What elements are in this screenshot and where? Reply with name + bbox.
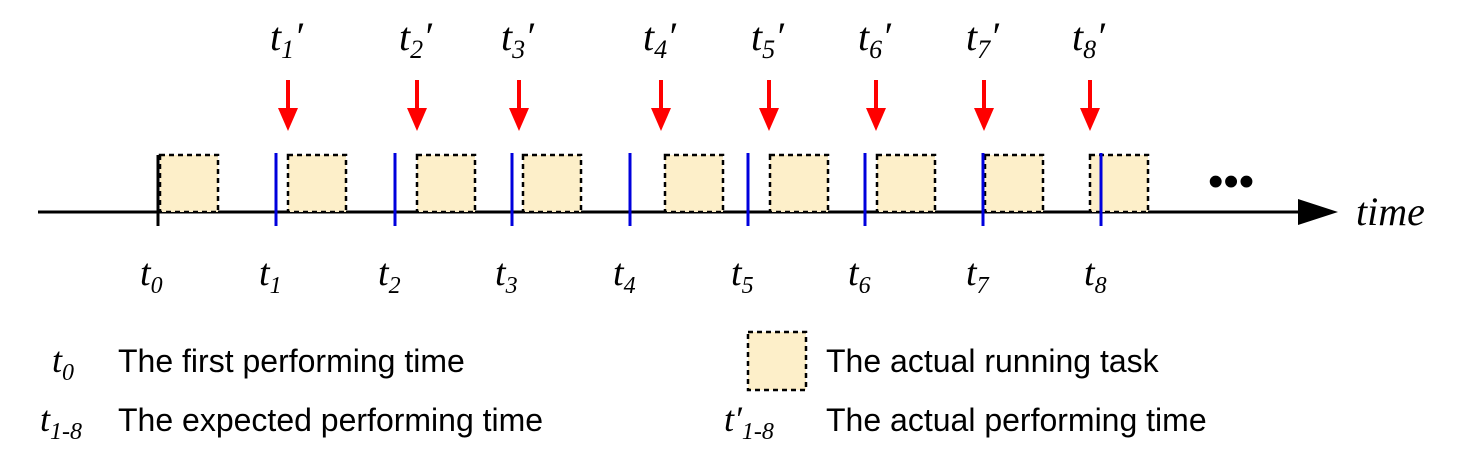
expected-tick-label: t5 [731, 252, 754, 299]
ellipsis-icon: ••• [1208, 157, 1254, 206]
time-axis-label: time [1356, 189, 1425, 234]
task-box [415, 153, 477, 214]
actual-marker-label: t7′ [966, 14, 1000, 64]
task-box [663, 153, 725, 214]
actual-arrow-head [759, 108, 779, 131]
actual-marker-label: t8′ [1072, 14, 1106, 64]
actual-markers: t1′ t2′ t3′ t4′ t5′ t6′ t7′ t8′ [270, 14, 1106, 131]
actual-arrow-head [651, 108, 671, 131]
actual-marker-label: t4′ [643, 14, 677, 64]
actual-arrow-head [509, 108, 529, 131]
legend-task-text: The actual running task [826, 343, 1160, 379]
expected-tick-label: t4 [613, 252, 636, 299]
legend-task-swatch [746, 330, 808, 392]
expected-ticks: t1 t2 t3 t4 t5 t6 t7 t8 [259, 153, 1107, 299]
legend-actual-text: The actual performing time [826, 402, 1207, 438]
task-box [768, 153, 830, 214]
task-box [286, 153, 348, 214]
expected-tick-label: t7 [966, 252, 990, 299]
expected-tick-label: t3 [495, 252, 518, 299]
task-box [521, 153, 583, 214]
expected-tick-label: t6 [848, 252, 871, 299]
legend-actual-symbol: t′1-8 [724, 399, 774, 445]
actual-arrow-head [866, 108, 886, 131]
start-tick-label: t0 [140, 252, 163, 299]
task-box [158, 153, 220, 214]
actual-marker-label: t1′ [270, 14, 304, 64]
task-box [1088, 153, 1150, 214]
expected-tick-label: t8 [1084, 252, 1107, 299]
actual-arrow-head [974, 108, 994, 131]
legend-expected-symbol: t1-8 [40, 399, 82, 445]
expected-tick-label: t2 [378, 252, 401, 299]
legend-expected-text: The expected performing time [118, 402, 543, 438]
legend: t0 The first performing time t1-8 The ex… [40, 330, 1207, 445]
actual-marker-label: t6′ [858, 14, 892, 64]
actual-marker-label: t5′ [751, 14, 785, 64]
actual-marker-label: t2′ [399, 14, 433, 64]
actual-arrow-head [407, 108, 427, 131]
legend-first-symbol: t0 [52, 340, 74, 386]
expected-tick-label: t1 [259, 252, 282, 299]
task-box [983, 153, 1045, 214]
task-box [875, 153, 937, 214]
time-axis-arrowhead [1298, 199, 1338, 225]
legend-first-text: The first performing time [118, 343, 465, 379]
actual-arrow-head [278, 108, 298, 131]
actual-marker-label: t3′ [501, 14, 535, 64]
task-boxes [158, 153, 1150, 214]
actual-arrow-head [1080, 108, 1100, 131]
